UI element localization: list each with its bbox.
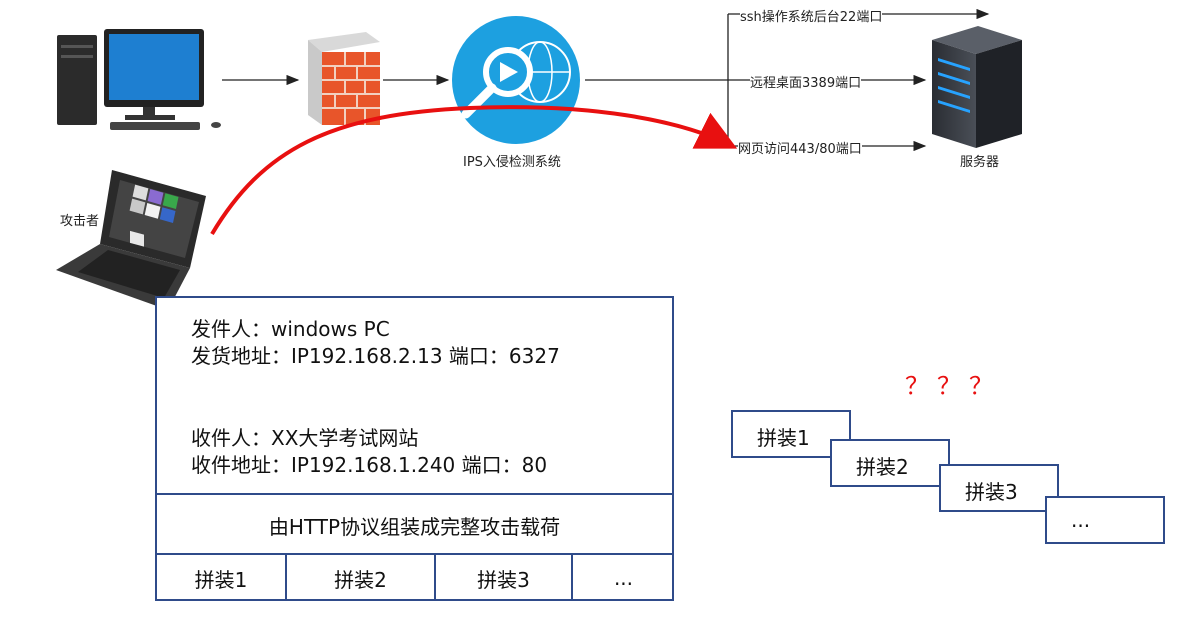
packet-fragment: ...	[613, 566, 634, 590]
port-ssh-label: ssh操作系统后台22端口	[740, 6, 883, 25]
packet-diagram: 发件人：windows PC 发货地址：IP192.168.2.13 端口：63…	[155, 296, 674, 601]
sender-text: 发件人：windows PC	[191, 317, 390, 341]
packet-fragment: 拼装3	[436, 555, 573, 601]
payload-text: 由HTTP协议组装成完整攻击载荷	[268, 514, 561, 539]
fragment-box: 拼装2	[830, 439, 950, 487]
divider	[157, 553, 672, 555]
attacker-label: 攻击者	[60, 214, 100, 229]
server-label: 服务器	[960, 155, 1000, 170]
divider	[157, 493, 672, 495]
packet-fragment: 拼装2	[287, 555, 436, 601]
receiver-text: 收件人：XX大学考试网站	[191, 426, 419, 450]
ips-label: IPS入侵检测系统	[463, 155, 561, 170]
desktop-pc-icon	[57, 29, 221, 130]
server-icon	[932, 26, 1022, 148]
question-marks: ？？？	[905, 372, 1001, 400]
attack-arrow	[210, 105, 738, 236]
sender-address-text: 发货地址：IP192.168.2.13 端口：6327	[191, 344, 560, 368]
port-rdp-label: 远程桌面3389端口	[750, 72, 862, 91]
fragment-box: ...	[1045, 496, 1165, 544]
fragment-box: 拼装3	[939, 464, 1059, 512]
firewall-icon	[308, 32, 380, 125]
port-web-label: 网页访问443/80端口	[738, 138, 862, 157]
receiver-address-text: 收件地址：IP192.168.1.240 端口：80	[191, 453, 548, 477]
ips-icon	[452, 16, 580, 144]
attacker-laptop-icon	[56, 170, 206, 310]
packet-fragment: 拼装1	[157, 555, 287, 601]
